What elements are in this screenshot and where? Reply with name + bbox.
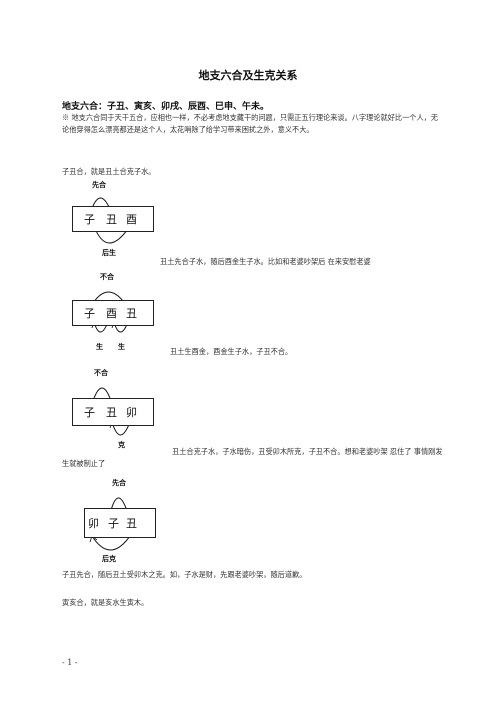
document-title: 地支六合及生克关系 [198,69,298,82]
diagram-2: 不合 子 酉 丑 生 生 [62,272,172,354]
caption-2: 丑土生酉金，酉金生子水，子丑不合。 [170,347,293,356]
diagram-3-char-2: 丑 [106,406,117,419]
diagram-2-bottom-left-label: 生 [96,342,103,351]
diagram-2-char-2: 酉 [106,307,117,320]
diagram-1-char-3: 酉 [126,213,137,226]
diagram-2-char-1: 子 [84,307,95,320]
diagram-3-top-label: 不合 [94,368,108,377]
caption-3: 丑土合克子水，子水暗伤，丑受卯木所克，子丑不合。想和老婆吵架 忍住了 事情刚发生… [62,447,443,468]
diagram-4-box [84,508,156,538]
diagram-4-char-2: 子 [108,517,119,530]
diagram-3-bottom-label: 克 [118,440,125,449]
diagram-4-char-3: 丑 [126,517,137,530]
caption-4: 子丑先合，随后丑土受卯木之克。如，子水是财，先跟老婆吵架，随后道歉。 [62,570,307,579]
page-number: - 1 - [62,658,78,667]
diagram-3: 不合 子 丑 卯 克 [62,368,172,450]
diagram-2-box [72,300,154,326]
diagram-1-char-1: 子 [84,213,95,226]
diagram-4-top-label: 先合 [112,478,126,487]
diagram-3-char-3: 卯 [126,406,137,419]
yinhai-line: 寅亥合，就是亥水生寅木。 [62,598,149,607]
diagram-2-top-label: 不合 [100,272,114,281]
caption-1: 丑土先合子水，随后酉金生子水。比如和老婆吵架后 在来安慰老婆 [160,257,371,266]
diagram-1-top-label: 先合 [92,180,106,189]
diagram-3-char-1: 子 [84,406,95,419]
diagram-3-box [72,398,154,426]
diagram-1: 先合 子 丑 酉 后生 [62,180,172,260]
diagram-1-box [72,206,154,232]
diagram-2-char-3: 丑 [126,307,137,320]
zichou-line: 子丑合，就是丑土合克子水。 [62,167,156,176]
diagram-4-char-1: 卯 [88,517,99,530]
intro-paragraph: ※ 地支六合同于天干五合，应相也一样，不必考虑地支藏干的问题，只需正五行理论来谈… [62,113,439,134]
diagram-2-bottom-right-label: 生 [118,342,125,351]
diagram-1-bottom-label: 后生 [102,248,116,257]
diagram-4-bottom-label: 后克 [102,554,116,563]
diagram-1-char-2: 丑 [106,213,117,226]
diagram-4: 先合 卯 子 丑 后克 [62,478,172,566]
section-heading: 地支六合：子丑、寅亥、卯戌、辰酉、巳申、午未。 [62,102,270,112]
